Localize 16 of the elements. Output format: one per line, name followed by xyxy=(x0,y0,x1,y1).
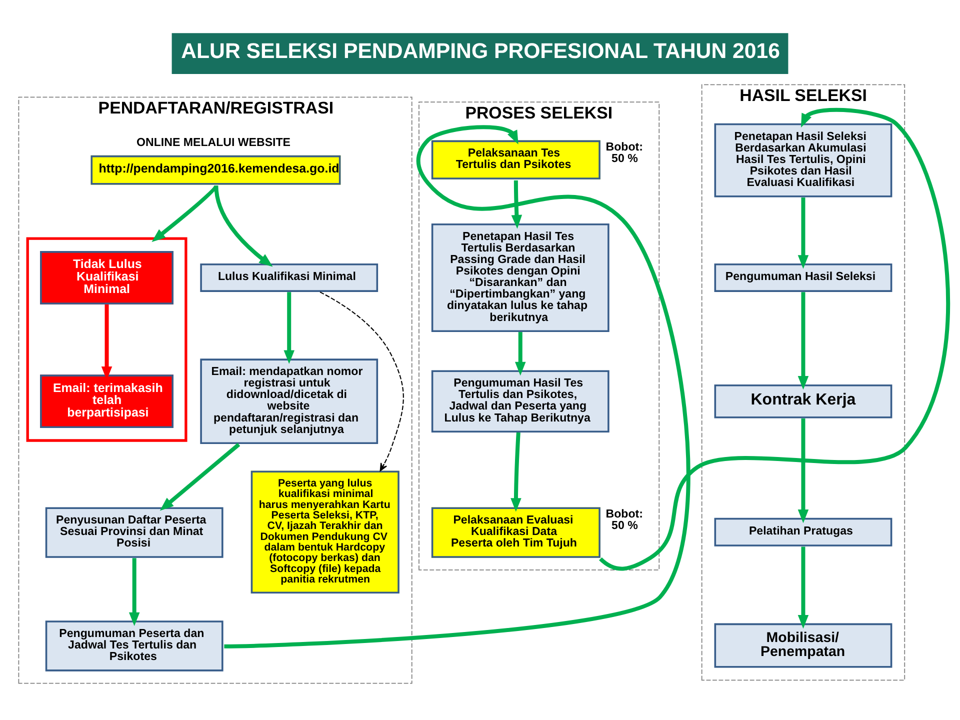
diagram-title: ALUR SELEKSI PENDAMPING PROFESIONAL TAHUN 2016 xyxy=(181,39,780,64)
arrow xyxy=(320,292,404,472)
arrow xyxy=(798,197,809,269)
arrow xyxy=(510,432,522,512)
cluster xyxy=(26,237,188,442)
arrow xyxy=(798,292,809,390)
arrow xyxy=(284,292,294,364)
arrow xyxy=(128,558,140,626)
arrow xyxy=(214,186,273,267)
arrow xyxy=(160,442,240,511)
arrow xyxy=(798,418,809,524)
arrow xyxy=(514,332,526,376)
node-label: ONLINE MELALUI WEBSITE xyxy=(136,136,291,149)
node-label: Bobot: 50 % xyxy=(606,508,643,532)
arrow xyxy=(798,546,809,629)
node-label: Bobot: 50 % xyxy=(606,141,643,165)
